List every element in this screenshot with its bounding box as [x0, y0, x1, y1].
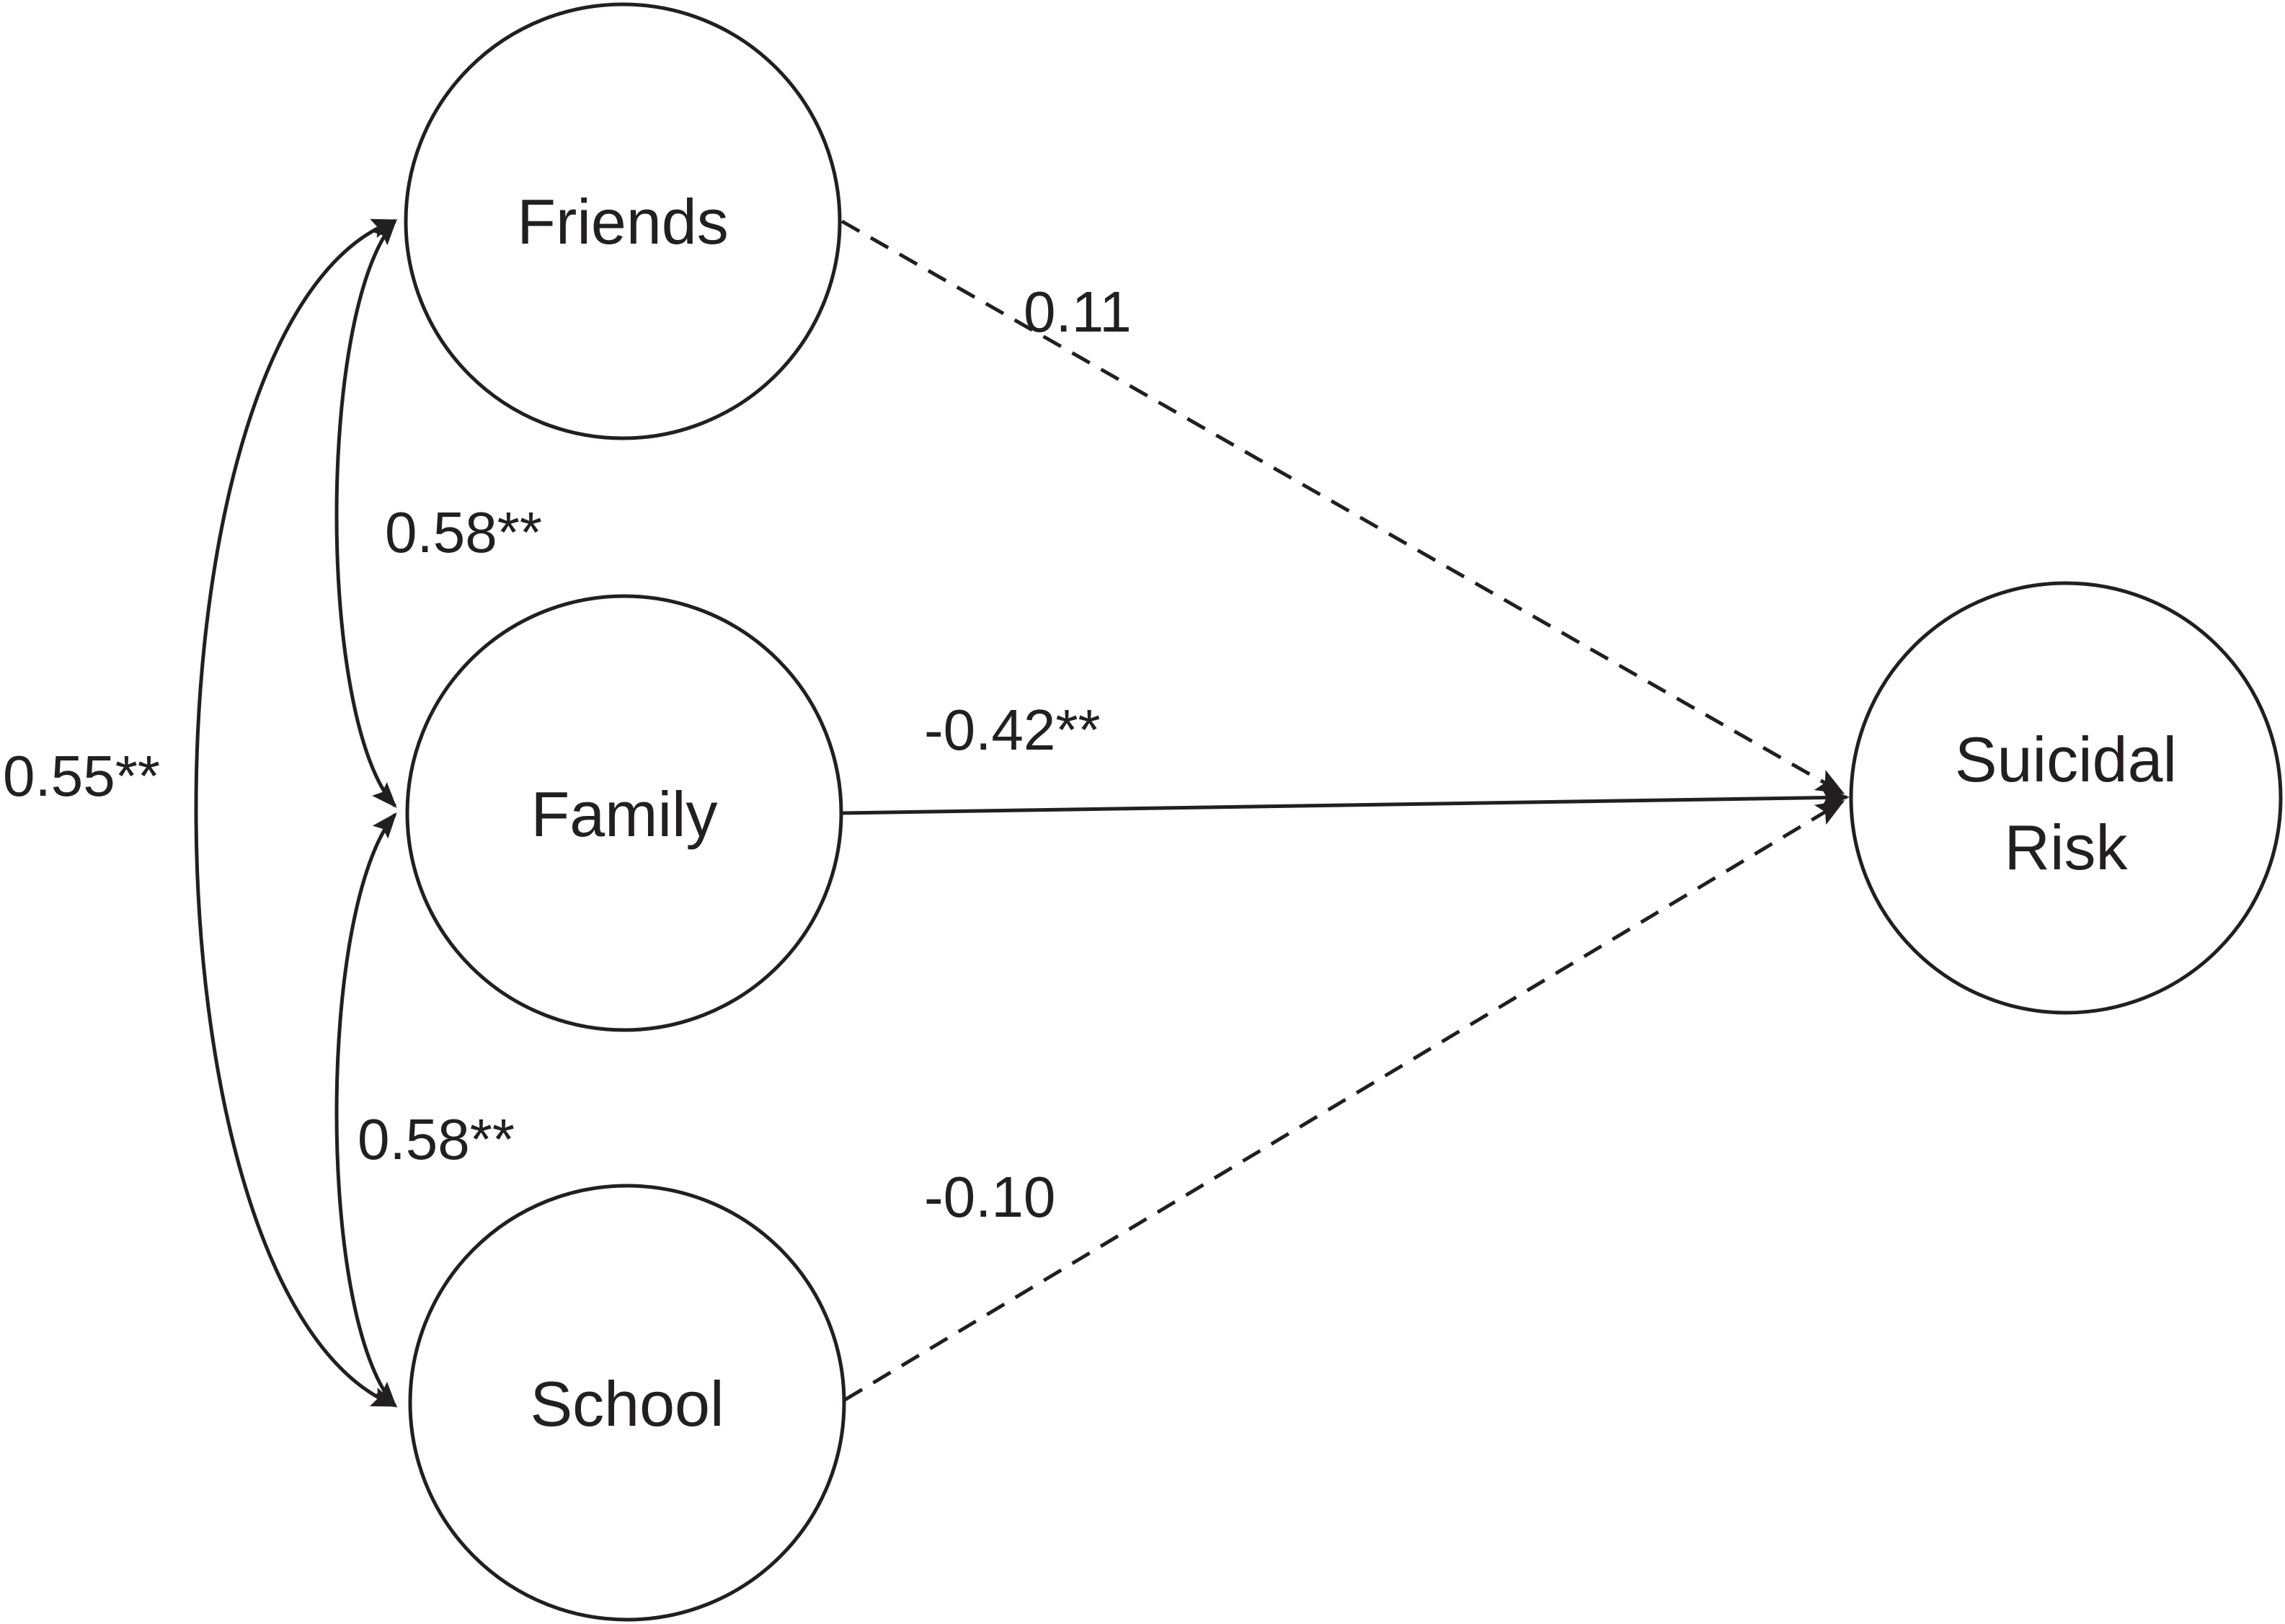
- node-suicidal-risk-label-line2: Risk: [2004, 812, 2128, 883]
- path-friends-to-risk: [840, 219, 1845, 795]
- correlation-arc-friends-family: [334, 218, 397, 808]
- coefficient-friends-school: 0.55**: [3, 744, 160, 808]
- node-suicidal-risk: Suicidal Risk: [1849, 581, 2283, 1015]
- coefficient-school-to-risk: -0.10: [924, 1165, 1055, 1229]
- coefficient-family-school: 0.58**: [358, 1107, 515, 1171]
- node-school-label: School: [530, 1368, 724, 1439]
- path-school-to-risk: [843, 799, 1845, 1402]
- coefficient-friends-to-risk: 0.11: [1024, 280, 1132, 344]
- node-family-label: Family: [531, 778, 717, 850]
- node-friends: Friends: [404, 2, 842, 440]
- node-family: Family: [405, 594, 843, 1032]
- correlation-arc-family-school: [334, 812, 397, 1408]
- coefficient-friends-family: 0.58**: [385, 500, 542, 564]
- node-school: School: [408, 1184, 846, 1622]
- path-family-to-risk: [841, 786, 1850, 815]
- node-friends-label: Friends: [517, 186, 728, 257]
- node-suicidal-risk-label-line1: Suicidal: [1955, 724, 2177, 795]
- correlation-arc-friends-school: [194, 218, 398, 1408]
- coefficient-family-to-risk: -0.42**: [924, 698, 1101, 762]
